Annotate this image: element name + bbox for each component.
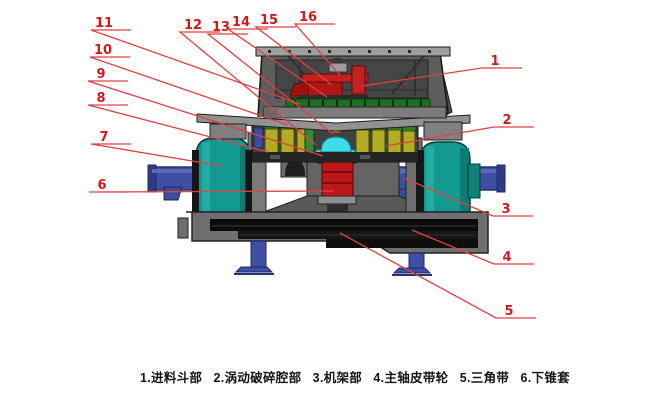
callout-number-2: 2 (502, 113, 511, 128)
leader-line-4 (411, 229, 534, 265)
callout-number-7: 7 (99, 130, 108, 145)
callout-4: 4 (411, 229, 534, 265)
leader-line-1 (361, 67, 522, 87)
callout-number-8: 8 (96, 91, 105, 106)
callout-number-1: 1 (490, 54, 499, 69)
callout-5: 5 (339, 232, 536, 319)
callout-3: 3 (403, 177, 533, 217)
legend-line-1: 1.进料斗部 2.涡动破碎腔部 3.机架部 4.主轴皮带轮 5.三角带 6.下锥… (140, 371, 570, 385)
callout-number-14: 14 (232, 15, 250, 30)
parts-legend: 1.进料斗部 2.涡动破碎腔部 3.机架部 4.主轴皮带轮 5.三角带 6.下锥… (140, 331, 640, 403)
hopper-top-rim (255, 46, 451, 57)
callout-6: 6 (88, 178, 335, 193)
callout-2: 2 (385, 113, 534, 147)
upper-guard-strip (285, 98, 431, 108)
leader-line-11 (90, 29, 301, 105)
callout-number-9: 9 (96, 67, 105, 82)
leader-line-12 (178, 31, 317, 146)
leader-line-10 (89, 56, 289, 126)
leader-line-7 (90, 143, 223, 167)
leader-line-16 (293, 23, 341, 76)
callout-number-13: 13 (212, 20, 230, 35)
leader-line-9 (87, 80, 324, 157)
callout-10: 10 (89, 43, 289, 126)
callout-number-4: 4 (502, 250, 511, 265)
callout-number-15: 15 (260, 13, 278, 28)
callout-number-6: 6 (97, 178, 106, 193)
callout-number-12: 12 (184, 18, 202, 33)
leader-line-15 (254, 26, 333, 86)
callout-7: 7 (90, 130, 223, 167)
callout-number-11: 11 (95, 16, 113, 31)
callout-12: 12 (178, 18, 317, 146)
callout-8: 8 (87, 91, 269, 153)
callout-16: 16 (293, 10, 341, 76)
callout-9: 9 (87, 67, 324, 157)
leader-line-5 (339, 232, 536, 319)
leader-line-8 (87, 104, 269, 153)
feed-hopper-housing (255, 46, 453, 119)
callout-11: 11 (90, 16, 301, 105)
callout-number-10: 10 (94, 43, 112, 58)
callout-number-5: 5 (504, 304, 513, 319)
leader-line-2 (385, 126, 534, 147)
callout-number-16: 16 (299, 10, 317, 25)
callout-1: 1 (361, 54, 522, 87)
callout-14: 14 (225, 15, 328, 98)
callout-number-3: 3 (501, 202, 510, 217)
leader-line-6 (88, 190, 335, 193)
leader-line-3 (403, 177, 533, 217)
base-legs (234, 240, 432, 276)
callout-15: 15 (254, 13, 333, 86)
leader-line-14 (225, 28, 328, 98)
machine-base (177, 211, 489, 254)
